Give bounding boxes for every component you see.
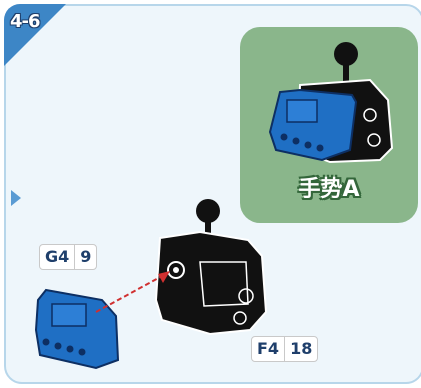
dashed-arrow-icon: [95, 271, 170, 313]
result-label: 手势A: [298, 177, 360, 202]
step-tab: [4, 4, 66, 66]
step-number: 4-6: [10, 11, 41, 32]
part-count: 18: [290, 339, 313, 358]
part-tag-f4: F4 18: [251, 336, 319, 362]
part-tag-g4: G4 9: [39, 244, 98, 270]
blue-plate-part-image: [34, 288, 120, 370]
part-code: F4: [252, 337, 286, 361]
part-count: 9: [80, 247, 92, 266]
assembled-model-image: [268, 42, 394, 164]
part-code: G4: [40, 245, 76, 269]
triangle-right-icon: [11, 190, 21, 206]
black-block-part-image: [154, 199, 268, 336]
